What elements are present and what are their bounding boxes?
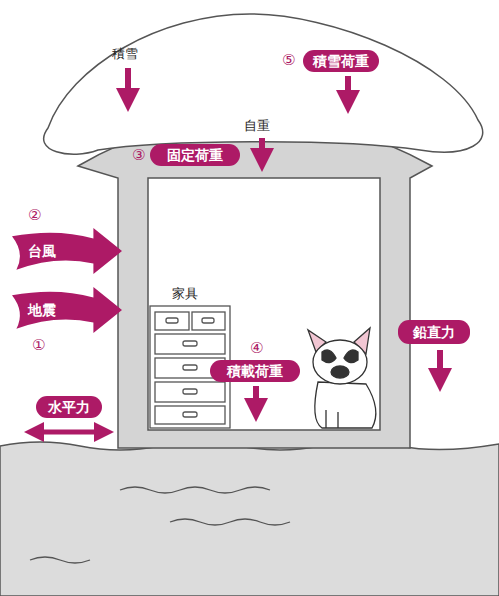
live-load-arrow [253, 386, 259, 410]
callout-number: ④ [250, 339, 263, 357]
callout-number: ③ [132, 146, 145, 164]
load-pill: 固定荷重 [150, 144, 240, 166]
load-pill: 積雪荷重 [303, 50, 379, 72]
node-text: 台風 [28, 243, 56, 260]
plain-label: 家具 [172, 286, 198, 302]
callout-number: ② [28, 206, 41, 224]
dead-load-arrow [259, 138, 265, 160]
node-text: 地震 [28, 302, 56, 319]
plain-label: 積雪 [112, 46, 138, 62]
callout-number: ① [32, 336, 45, 354]
node-text: 固定荷重 [167, 147, 223, 164]
ground-wave [120, 487, 270, 493]
node-text: 水平力 [48, 399, 90, 416]
force-pill: 水平力 [36, 396, 102, 418]
snow-load-arrow [345, 76, 351, 102]
house-interior [148, 178, 380, 430]
node-text: 鉛直力 [413, 324, 455, 341]
plain-label: 自重 [244, 118, 270, 134]
snow-on-roof [44, 14, 483, 154]
horizontal-force-arrow [34, 430, 104, 435]
ground [0, 442, 499, 596]
ground-wave [30, 557, 90, 563]
load-pill: 積載荷重 [210, 360, 300, 382]
force-pill: 鉛直力 [398, 320, 470, 344]
arrow-shape [12, 228, 122, 274]
dog [308, 328, 376, 428]
vertical-force-arrow [437, 350, 443, 380]
snow-arrow [125, 68, 131, 100]
arrow-shape [12, 287, 122, 333]
callout-number: ⑤ [282, 51, 295, 69]
node-text: 積雪荷重 [313, 53, 369, 70]
force-arrow: 台風 [12, 228, 122, 274]
node-text: 積載荷重 [227, 363, 283, 380]
force-arrow: 地震 [12, 287, 122, 333]
ground-wave [170, 519, 290, 525]
house-structure [78, 116, 432, 448]
